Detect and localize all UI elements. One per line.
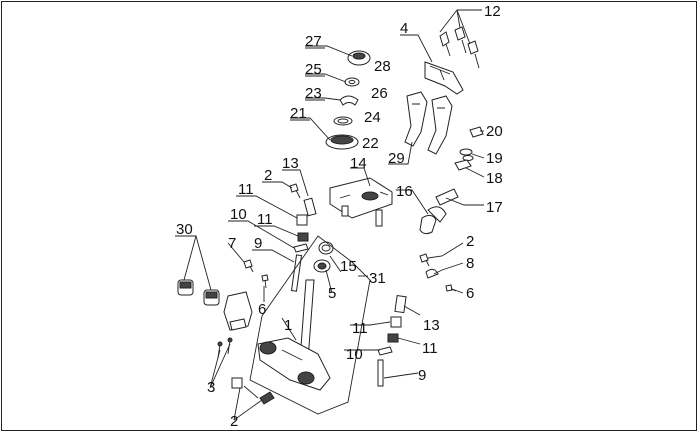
part-15-seal [318,241,334,255]
part-21-nut [325,134,359,150]
label-17: 17 [486,199,503,216]
label-1: 1 [284,317,292,334]
label-26: 26 [371,85,388,102]
label-27: 27 [305,33,322,50]
part-12-bolts [439,26,480,69]
label-2-bottom: 2 [230,413,238,430]
part-7-screw [243,259,254,273]
part-31-assembly-outline [249,235,371,415]
part-20-bolt [469,126,484,138]
part-2-bolt-right [419,253,430,267]
part-16-cover [419,206,447,235]
label-30: 30 [176,221,193,238]
part-4-bracket [424,61,464,95]
label-4: 4 [400,20,408,37]
part-9-pin-lower [377,359,384,387]
label-14: 14 [350,155,367,172]
label-11-a: 11 [238,181,254,198]
label-2-upper: 2 [264,167,272,184]
label-3: 3 [207,379,215,396]
label-6-right: 6 [466,285,474,302]
part-2-bolt-upper [289,183,301,199]
label-24: 24 [364,109,381,126]
label-9-lower: 9 [418,367,426,384]
label-25: 25 [305,61,322,78]
part-22-ring [333,116,353,126]
part-18-spacer [454,159,472,171]
label-9-upper: 9 [254,235,262,252]
part-10-clip-upper [293,243,309,253]
label-16: 16 [396,183,413,200]
part-14-upper-clamp [329,177,393,227]
label-5: 5 [328,285,336,302]
label-22: 22 [362,135,379,152]
label-15: 15 [340,258,357,275]
part-2-bolt-bottom [231,377,275,405]
label-19: 19 [486,150,503,167]
label-11-c: 11 [352,320,368,337]
label-7: 7 [228,235,236,252]
part-13-sleeve-lower [394,294,407,314]
part-1-steering-stem [257,279,331,391]
label-13-lower: 13 [423,317,440,334]
part-switch-housing [223,291,253,331]
label-11-b: 11 [257,211,273,228]
label-8: 8 [466,255,474,272]
label-31: 31 [369,270,386,287]
label-10-lower: 10 [346,346,363,363]
label-13-upper: 13 [282,155,299,172]
label-21: 21 [290,105,307,122]
label-29: 29 [388,150,405,167]
part-19-washer [459,148,474,161]
label-12: 12 [484,3,501,20]
label-28: 28 [374,58,391,75]
part-28-cap [347,50,371,66]
callout-labels: 1 2 2 2 3 4 5 6 6 7 8 9 9 10 10 11 11 11… [176,3,503,430]
part-30-grips [177,279,220,306]
part-13-sleeve [303,197,317,217]
label-20: 20 [486,123,503,140]
label-18: 18 [486,170,503,187]
part-10-clip-lower [377,346,393,356]
part-29-arms [404,91,453,155]
part-6-bolt-left [261,274,269,289]
label-23: 23 [305,85,322,102]
label-11-d: 11 [422,340,438,357]
label-10-upper: 10 [230,206,247,223]
part-8-washer [425,268,439,279]
label-underlines [176,34,418,251]
label-6-left: 6 [258,301,266,318]
part-11-bushing-upper [296,214,309,242]
part-17-bracket [435,188,459,206]
part-26-washer [344,77,360,87]
part-24-clip [339,95,359,106]
label-2-right: 2 [466,233,474,250]
part-5-bearing [313,259,331,273]
part-9-pin-upper [290,254,303,292]
